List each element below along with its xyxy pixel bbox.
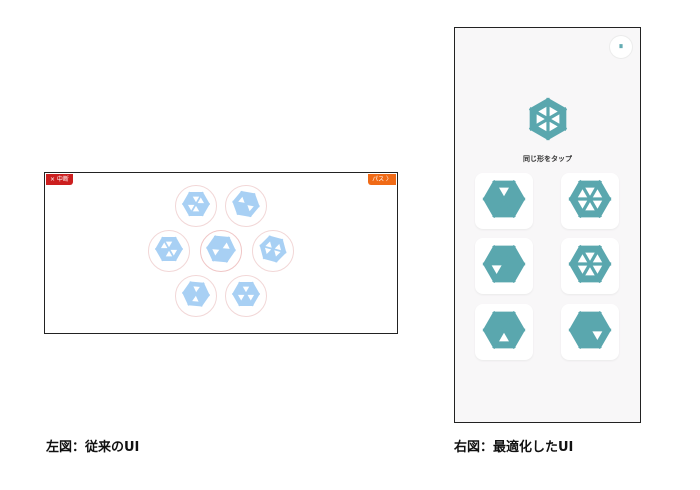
hexagon-icon (481, 241, 527, 292)
choice-tile-1[interactable] (475, 173, 533, 229)
old-choice-tile-2[interactable] (225, 185, 267, 227)
hexagon-icon (181, 189, 211, 224)
pause-button[interactable]: ⏸ (610, 36, 632, 58)
hexagon-icon (567, 176, 613, 227)
hexagon-icon (525, 97, 571, 146)
old-choice-tile-center[interactable] (200, 230, 242, 272)
hexagon-icon (181, 279, 211, 314)
hexagon-icon (567, 307, 613, 358)
pass-button[interactable]: パス 〉 (368, 174, 396, 185)
old-choice-tile-3[interactable] (148, 230, 190, 272)
hexagon-icon (258, 234, 288, 269)
old-choice-tile-5[interactable] (175, 275, 217, 317)
optimized-ui-frame: ⏸ 同じ形をタップ (454, 27, 641, 423)
old-choice-tile-4[interactable] (252, 230, 294, 272)
hexagon-icon (231, 189, 261, 224)
choice-tile-5[interactable] (475, 304, 533, 360)
hexagon-icon (231, 279, 261, 314)
old-ui-frame: × 中断 パス 〉 (44, 172, 398, 334)
choice-tile-3[interactable] (475, 238, 533, 294)
choice-tile-2[interactable] (561, 173, 619, 229)
hexagon-icon (154, 234, 184, 269)
caption-left: 左図：従来のUI (46, 440, 140, 455)
choice-tile-6[interactable] (561, 304, 619, 360)
hexagon-icon (481, 176, 527, 227)
choice-tile-4[interactable] (561, 238, 619, 294)
old-choice-tile-1[interactable] (175, 185, 217, 227)
old-choice-tile-6[interactable] (225, 275, 267, 317)
target-shape (525, 96, 573, 144)
hexagon-icon (481, 307, 527, 358)
caption-right: 右図：最適化したUI (454, 440, 574, 455)
hexagon-icon (567, 241, 613, 292)
pause-icon: ⏸ (618, 42, 624, 52)
quit-button[interactable]: × 中断 (46, 174, 73, 185)
hexagon-icon (205, 233, 237, 270)
instruction-text: 同じ形をタップ (523, 155, 572, 163)
